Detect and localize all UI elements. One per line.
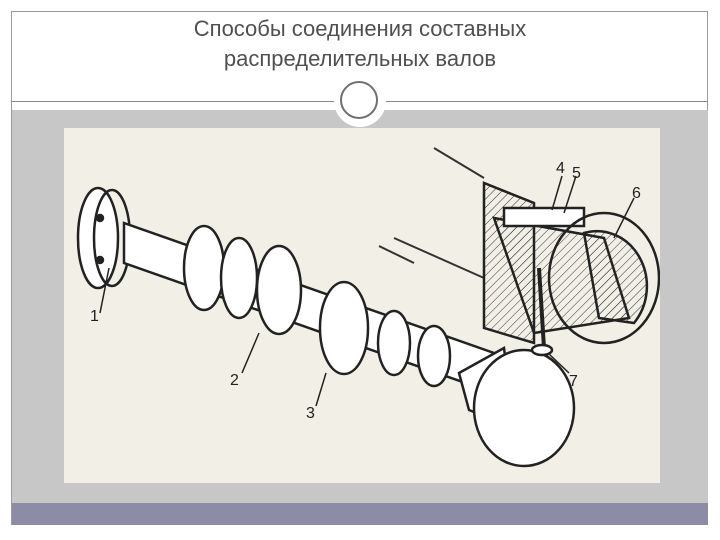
camshaft-drawing: 1 2 3 4 5 6 7 — [76, 147, 661, 468]
coupling-section — [482, 181, 661, 357]
footer-bar — [12, 503, 708, 525]
part-label-7: 7 — [569, 373, 578, 390]
slide-title: Способы соединения составных распределит… — [12, 14, 708, 74]
camshaft-figure: 1 2 3 4 5 6 7 — [64, 128, 661, 483]
callout-lines — [99, 175, 635, 407]
part-label-2: 2 — [230, 372, 239, 389]
part-label-3: 3 — [306, 405, 315, 422]
left-flange — [76, 186, 132, 290]
right-end-disc — [457, 346, 576, 468]
title-line-2: распределительных валов — [223, 46, 497, 71]
divider-ornament-icon — [340, 81, 378, 119]
background-shaft-lines — [378, 147, 485, 279]
title-line-1: Способы соединения составных — [193, 16, 527, 41]
part-label-5: 5 — [572, 165, 581, 182]
part-label-1: 1 — [90, 308, 99, 325]
part-label-6: 6 — [632, 185, 641, 202]
part-label-4: 4 — [556, 160, 565, 177]
shaft-body — [122, 221, 496, 395]
